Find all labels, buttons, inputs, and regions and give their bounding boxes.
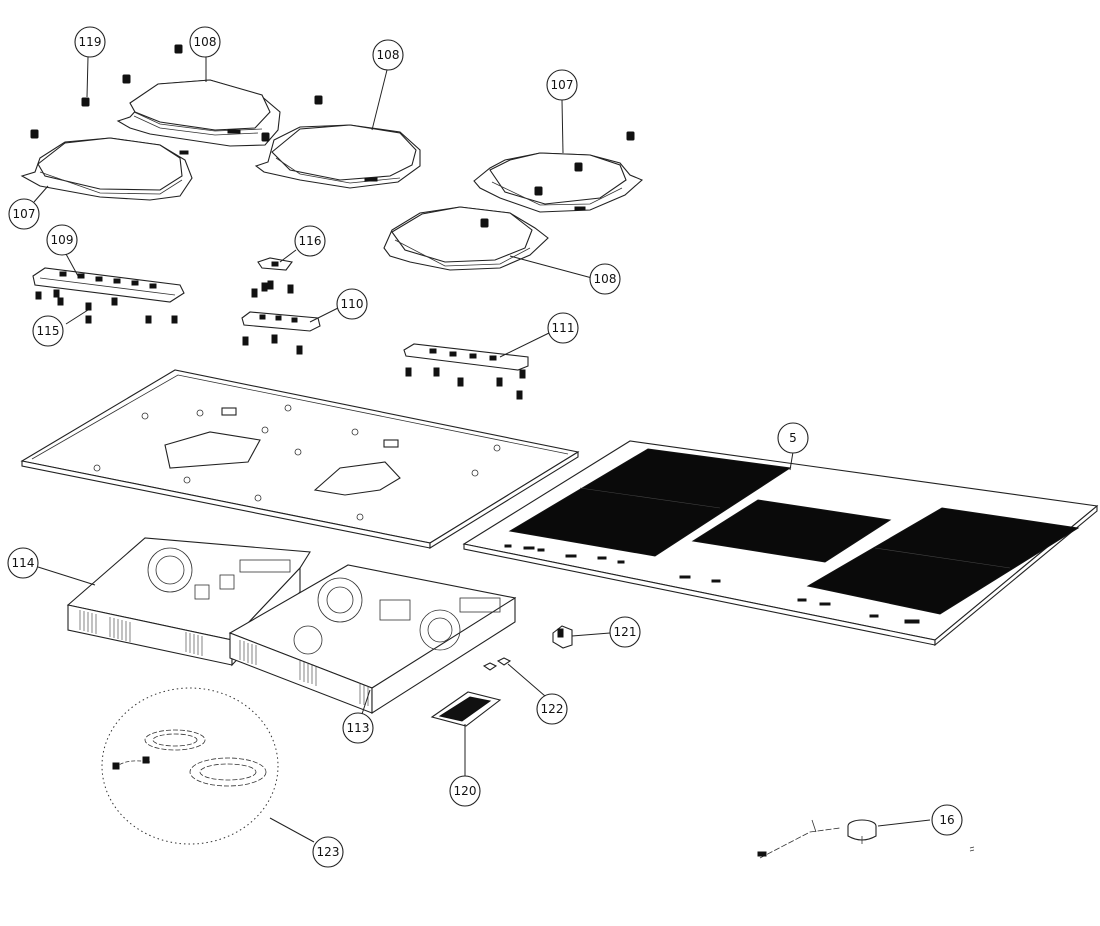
callout-113: 113: [342, 712, 374, 744]
callout-label: 116: [299, 234, 322, 248]
callout-108-lower-right: 108: [589, 263, 621, 295]
callout-5: 5: [777, 422, 809, 454]
callout-label: 121: [614, 625, 637, 639]
induction-coil-107-right: [473, 152, 644, 213]
callout-label: 111: [552, 321, 575, 335]
callout-label: 109: [51, 233, 74, 247]
induction-coil-108-top-left: [116, 79, 281, 147]
power-module-113: [228, 564, 517, 715]
clip-122: [482, 657, 512, 671]
callout-123: 123: [312, 836, 344, 868]
control-board-110: [241, 280, 321, 355]
temperature-probe-16: [757, 819, 877, 859]
callout-16: 16: [931, 804, 963, 836]
callout-label: 16: [939, 813, 954, 827]
callout-label: 108: [377, 48, 400, 62]
callout-110: 110: [336, 288, 368, 320]
callout-107-left: 107: [8, 198, 40, 230]
induction-coil-107-left: [20, 137, 193, 201]
bracket-121: [552, 625, 573, 649]
callout-label: 123: [317, 845, 340, 859]
callout-label: 5: [789, 431, 797, 445]
leader-lines: [33, 56, 931, 843]
clip-fasteners: [30, 44, 635, 228]
callout-label: 113: [347, 721, 370, 735]
small-mark: [969, 846, 975, 852]
callout-label: 110: [341, 297, 364, 311]
base-tray: [20, 369, 580, 549]
callout-label: 108: [594, 272, 617, 286]
glass-cooktop: [462, 440, 1099, 647]
control-board-111: [403, 343, 529, 400]
cooking-zone-right: [806, 507, 1080, 615]
callout-label: 107: [551, 78, 574, 92]
control-board-109: [32, 267, 185, 324]
callout-label: 114: [12, 556, 35, 570]
callout-108-top-middle: 108: [372, 39, 404, 71]
callout-122: 122: [536, 693, 568, 725]
induction-coil-108-lower-right: [383, 206, 549, 271]
callout-116: 116: [294, 225, 326, 257]
callout-108-top-left: 108: [189, 26, 221, 58]
callout-label: 122: [541, 702, 564, 716]
callout-label: 107: [13, 207, 36, 221]
induction-coil-108-top-middle: [254, 124, 421, 189]
callout-label: 119: [79, 35, 102, 49]
control-board-116: [257, 257, 293, 271]
callout-107-right: 107: [546, 69, 578, 101]
board-120: [430, 691, 502, 727]
callout-115: 115: [32, 315, 64, 347]
callout-111: 111: [547, 312, 579, 344]
callout-120: 120: [449, 775, 481, 807]
callout-114: 114: [7, 547, 39, 579]
callout-109: 109: [46, 224, 78, 256]
callout-121: 121: [609, 616, 641, 648]
cooking-zone-center: [691, 499, 892, 563]
callout-119: 119: [74, 26, 106, 58]
callout-label: 108: [194, 35, 217, 49]
callout-label: 120: [454, 784, 477, 798]
cable-set-123: [101, 687, 279, 845]
callout-label: 115: [37, 324, 60, 338]
